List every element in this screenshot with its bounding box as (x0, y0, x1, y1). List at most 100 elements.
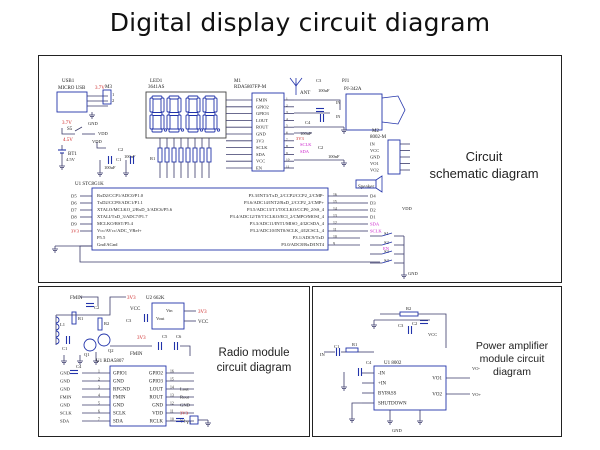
display-segment (166, 97, 171, 113)
part-ref: C2 (94, 305, 99, 310)
speaker-label: Speaker (358, 185, 374, 190)
usb-label: MICRO USB (58, 86, 86, 91)
wire (56, 296, 126, 316)
cap-ref: C4 (305, 120, 311, 125)
ic-pin-label: SHUTDOWN (378, 402, 407, 407)
ic-net-label: Lout (180, 387, 189, 392)
pin-number: 7 (98, 418, 100, 422)
ic-pin-label: GND (113, 404, 124, 409)
pin-number: 6 (98, 410, 100, 414)
ic-pin-label: +IN (378, 382, 386, 387)
ic-pin-label: -IN (378, 372, 385, 377)
mcu-pin-label: XTALO/MCLKO_2/RxD_3/ADC6/P5.6 (97, 207, 173, 212)
header-pin: VO1 (370, 161, 379, 166)
part-ref: C4 (366, 360, 372, 365)
decimal-point (163, 128, 168, 132)
pin-number: 14 (170, 386, 174, 390)
ic-pin-label: LOUT (150, 388, 163, 393)
display-segment (160, 97, 165, 113)
pin-number: 10 (286, 158, 290, 162)
resistor-network (171, 147, 177, 163)
cap-ref: C1 (116, 157, 121, 162)
chip-pin-label: GND (256, 132, 266, 137)
rda-ref: U1 RDA5807 (96, 359, 124, 364)
ic-pin-label: SDA (113, 420, 123, 425)
mcu-net-label: D3 (370, 201, 376, 206)
antenna-label: ANT (300, 91, 310, 96)
pin-number: 9 (286, 151, 288, 155)
mcu-net-label: SCLK (370, 229, 382, 234)
part-ref: Q1 (84, 352, 90, 357)
mcu-pin-label: P5.5 (97, 235, 106, 240)
in-label: IN (320, 352, 325, 357)
display-segment (196, 97, 201, 113)
caption-amplifier: Power amplifier module circuit diagram (460, 340, 564, 379)
wire (294, 99, 341, 110)
pin-header (102, 89, 112, 105)
display-segment (213, 114, 218, 130)
mcu-net-label: D2 (370, 208, 376, 213)
switch-label: S2 (384, 240, 389, 245)
resistor-network (178, 147, 184, 163)
ic-net-label: SDA (60, 419, 70, 424)
amplifier-module-panel (312, 286, 562, 437)
wire (61, 128, 75, 135)
caption-main: Circuit schematic diagram (404, 148, 564, 182)
switch-label: S1 (384, 231, 389, 236)
mcu-pin-label: P3.3/INT3/TxD_2/CCP2/CCP2_2/CMP- (249, 193, 325, 198)
switch-symbol (381, 232, 393, 237)
usb-connector (56, 91, 88, 113)
wire (96, 142, 106, 149)
chip-pin-label: GPIO2 (256, 104, 269, 109)
ic-pin-label: GND (152, 404, 163, 409)
wire (80, 296, 99, 306)
chip-pin-label: 3V3 (256, 138, 264, 143)
resistor-r2 (97, 317, 103, 331)
cap-value: 100uF (300, 131, 312, 136)
ic-net-label: 3V3 (180, 411, 189, 416)
decimal-point (199, 128, 204, 132)
ic-pin-label: GPIO1 (113, 372, 128, 377)
wire (351, 402, 362, 416)
mcu-pin-label: P3.1/ADC9/TxD (293, 235, 325, 240)
battery-voltage: 4.5V (63, 138, 73, 143)
jack-pin: IN (336, 100, 340, 105)
pin-number: 2 (286, 103, 288, 107)
reg-ref: U2 662K (146, 296, 165, 301)
mcu-pin-label: Gnd/AGnd (97, 242, 118, 247)
gnd-label: GND (392, 428, 402, 433)
chip-pin-label: SCLK (256, 145, 268, 150)
caption-line: module circuit (479, 353, 545, 365)
regulator-u2 (151, 302, 185, 330)
pin-number: 16 (170, 370, 174, 374)
audio-jack-pj1 (345, 93, 383, 131)
part-ref: C3 (126, 318, 132, 323)
part-ref: Q2 (108, 348, 114, 353)
pin-number: 7 (286, 137, 288, 141)
display-segment (213, 97, 218, 113)
inductor-l1 (55, 323, 60, 331)
switch-symbol (381, 241, 393, 246)
ic-pin-label: ROUT (149, 396, 163, 401)
chip-ref: M1 (234, 79, 241, 84)
display-segment (166, 114, 171, 130)
wire (79, 245, 380, 263)
display-segment (185, 114, 190, 130)
chip-pin-label: ROUT (256, 125, 269, 130)
fmin-label: FMIN (130, 352, 143, 357)
resistor-network (157, 147, 163, 163)
chip-pin-label: GPIO3 (256, 111, 270, 116)
part-ref: R2 (104, 321, 109, 326)
mcu-pin-label: P3.0/ADC8/RxD/INT4 (281, 242, 324, 247)
ic-net-label: GND (180, 403, 191, 408)
switch-symbol (381, 250, 393, 255)
mcu-pin-label: RxD2/CCP1/ADC0/P1.0 (97, 193, 144, 198)
display-segment (196, 114, 201, 130)
speaker-symbol (355, 179, 377, 189)
radio-ic-u1 (109, 365, 167, 427)
page-title: Digital display circuit diagram (109, 8, 491, 37)
caption-line: diagram (493, 366, 531, 378)
vcc-label: VCC (428, 332, 437, 337)
pin-number: 16 (333, 193, 337, 197)
